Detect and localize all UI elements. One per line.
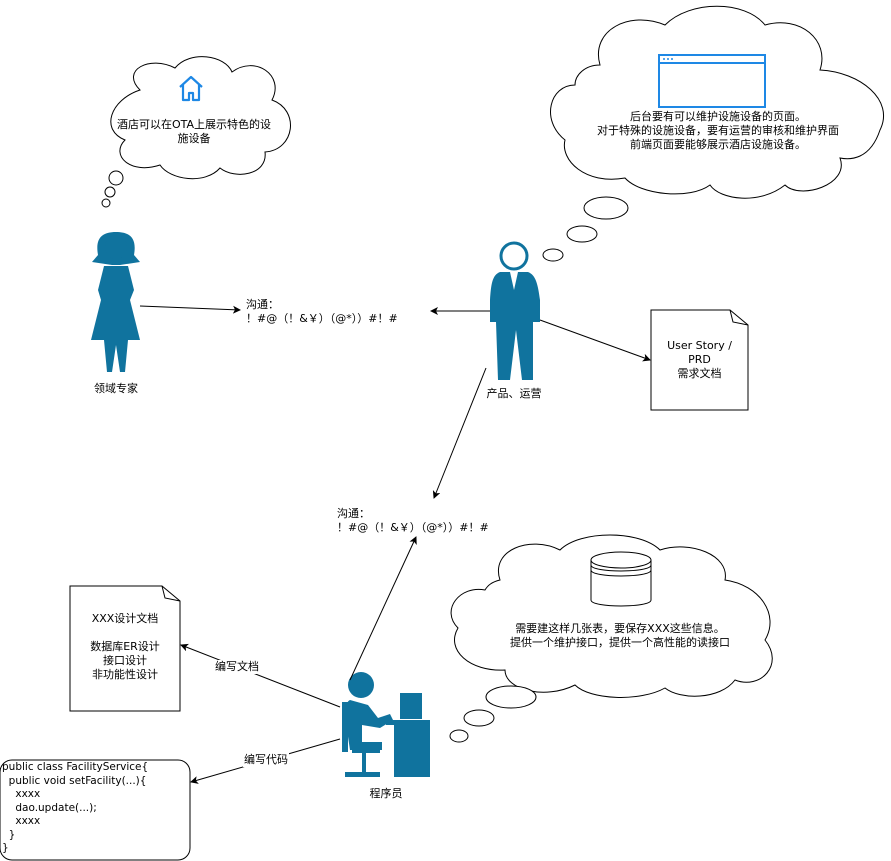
edge-ops-to-requirements xyxy=(539,319,651,362)
product-ops-thought-text: 后台要有可以维护设施设备的页面。 对于特殊的设施设备，要有运营的审核和维护界面 … xyxy=(597,110,839,151)
communication-middle-label: 沟通： ！#@（！&￥）（@*））#！# xyxy=(337,507,489,534)
design-document-shape xyxy=(69,585,181,712)
home-icon xyxy=(179,75,203,102)
edge-label-write-doc: 编写文档 xyxy=(214,660,260,674)
edge-programmer-to-design-doc xyxy=(180,643,341,708)
programmer-at-desk-icon xyxy=(342,672,430,777)
requirements-document-text: User Story / PRD 需求文档 xyxy=(667,339,732,380)
database-icon xyxy=(590,551,652,607)
domain-expert-thought-text: 酒店可以在OTA上展示特色的设 施设备 xyxy=(116,118,272,145)
edge-expert-to-communication xyxy=(139,305,241,314)
requirements-document-shape xyxy=(650,309,749,411)
domain-expert-thought-cloud xyxy=(101,56,291,208)
edge-programmer-to-communication xyxy=(349,536,417,681)
code-block-shape xyxy=(0,759,191,861)
programmer-thought-text: 需要建这样几张表，要保存XXX这些信息。 提供一个维护接口，提供一个高性能的读接… xyxy=(510,622,730,649)
edge-ops-to-communication-middle xyxy=(432,367,487,499)
domain-expert-label: 领域专家 xyxy=(94,382,138,395)
male-user-icon xyxy=(490,241,540,380)
programmer-thought-cloud xyxy=(449,534,773,743)
communication-top-label: 沟通： ！#@（！&￥）（@*））#！# xyxy=(246,298,398,325)
product-ops-label: 产品、运营 xyxy=(486,387,542,400)
edge-label-write-code: 编写代码 xyxy=(243,753,289,767)
code-block-text: public class FacilityService{ public voi… xyxy=(2,761,149,854)
programmer-label: 程序员 xyxy=(369,787,403,800)
browser-window-icon xyxy=(658,54,766,108)
design-document-text: XXX设计文档 数据库ER设计 接口设计 非功能性设计 xyxy=(90,612,160,681)
female-user-icon xyxy=(91,232,140,372)
